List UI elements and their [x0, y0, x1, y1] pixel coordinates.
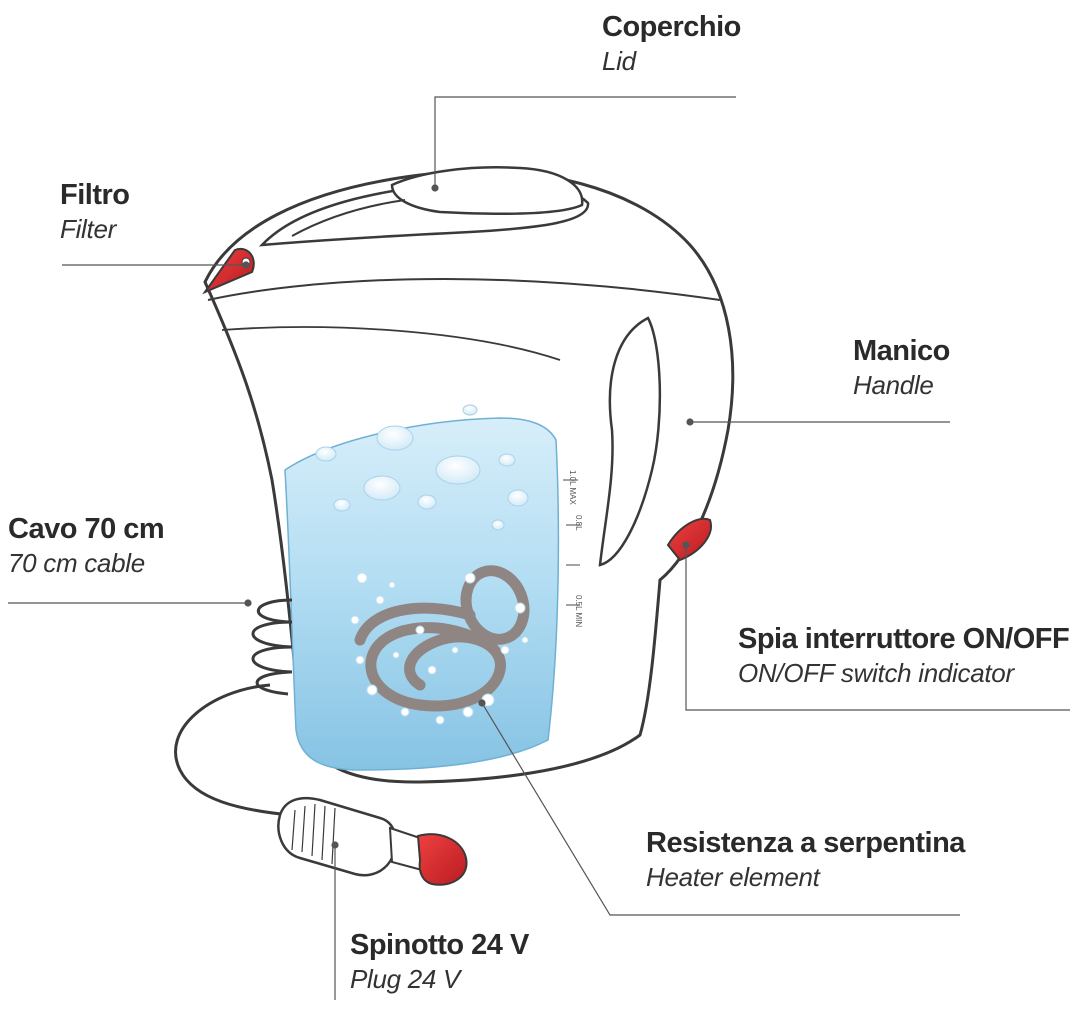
label-switch: Spia interruttore ON/OFF ON/OFF switch i…: [738, 622, 1070, 690]
scale-mark-max: 1.0L MAX: [568, 470, 577, 505]
label-heater: Resistenza a serpentina Heater element: [646, 826, 965, 894]
label-switch-en: ON/OFF switch indicator: [738, 658, 1014, 688]
cable: [174, 598, 293, 817]
leader-lid: [434, 96, 736, 188]
label-heater-en: Heater element: [646, 862, 820, 892]
plug: [277, 796, 468, 886]
heater-coil: [354, 565, 530, 712]
label-handle: Manico Handle: [853, 334, 950, 402]
label-handle-en: Handle: [853, 370, 934, 400]
label-plug: Spinotto 24 V Plug 24 V: [350, 928, 529, 996]
label-lid-it: Coperchio: [602, 11, 741, 43]
handle-opening: [598, 316, 662, 567]
scale-mark-min: 0.5L MIN: [574, 595, 583, 627]
label-heater-it: Resistenza a serpentina: [646, 827, 965, 859]
label-plug-it: Spinotto 24 V: [350, 929, 529, 961]
filter-spout: [202, 247, 255, 295]
label-handle-it: Manico: [853, 335, 950, 367]
label-filter-en: Filter: [60, 214, 116, 244]
label-cable: Cavo 70 cm 70 cm cable: [8, 512, 165, 580]
label-cable-it: Cavo 70 cm: [8, 513, 165, 545]
label-filter: Filtro Filter: [60, 178, 130, 246]
label-plug-en: Plug 24 V: [350, 964, 461, 994]
label-lid-en: Lid: [602, 46, 636, 76]
label-switch-it: Spia interruttore ON/OFF: [738, 623, 1070, 655]
label-lid: Coperchio Lid: [602, 10, 741, 78]
scale-mark-mid: 0.8L: [574, 515, 583, 531]
boiling-bubbles: [315, 404, 529, 531]
label-cable-en: 70 cm cable: [8, 548, 145, 578]
switch-indicator: [666, 517, 712, 562]
label-filter-it: Filtro: [60, 179, 130, 211]
leader-switch: [685, 545, 1070, 711]
leader-heater: [481, 702, 960, 916]
